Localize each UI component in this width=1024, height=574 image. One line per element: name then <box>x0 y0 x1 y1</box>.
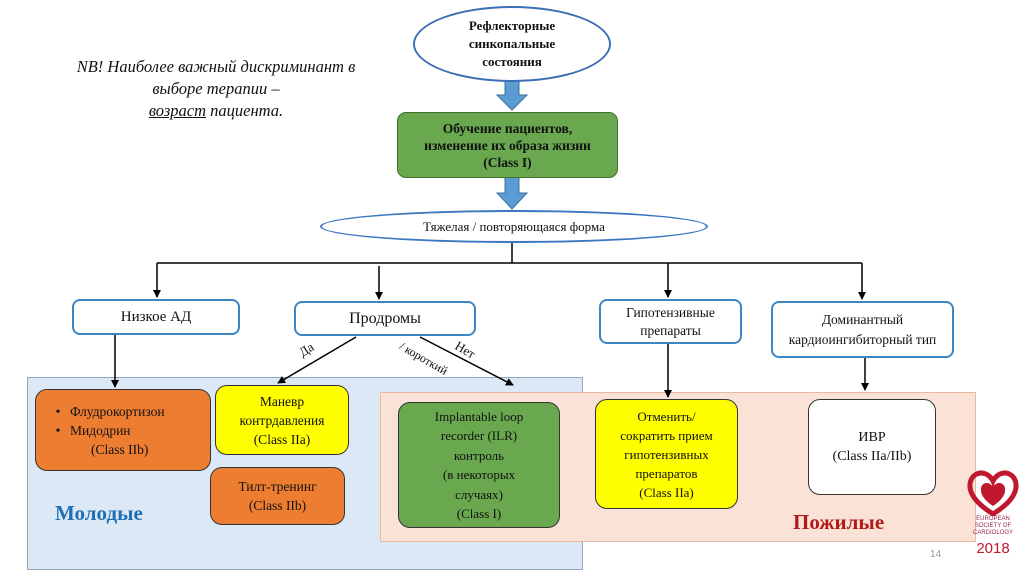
category-prodromes-label: Продромы <box>349 309 421 327</box>
esc-logo-year: 2018 <box>976 540 1010 557</box>
therapy-drugs-list: •Флудрокортизон •Мидодрин (Class IIb) <box>46 402 165 459</box>
esc-logo-line: EUROPEAN <box>976 516 1010 522</box>
therapy-class: (Class IIa) <box>253 431 311 447</box>
root-node-label: Рефлекторные синкопальные состояния <box>468 18 556 69</box>
esc-logo-line: SOCIETY OF <box>974 523 1012 529</box>
therapy-line: Тилт-тренинг <box>238 479 317 494</box>
therapy-line: сократить прием <box>620 427 713 443</box>
nb-note-suffix: пациента. <box>210 101 284 120</box>
therapy-line: Отменить/ <box>637 408 696 424</box>
category-prodromes: Продромы <box>294 301 476 336</box>
heart-logo-icon <box>967 470 1019 516</box>
elderly-region-label: Пожилые <box>793 510 885 534</box>
education-node: Обучение пациентов, изменение их образа … <box>397 112 618 178</box>
block-arrow-education-to-severe <box>495 176 529 210</box>
therapy-line: recorder (ILR) <box>440 428 518 443</box>
therapy-line: контрдавления <box>239 412 325 428</box>
category-cardioinhibitory-label: Доминантный кардиоингибиторный тип <box>788 311 937 347</box>
esc-logo-text: EUROPEAN SOCIETY OF CARDIOLOGY <box>963 516 1023 537</box>
therapy-line: Implantable loop <box>434 408 524 424</box>
therapy-line: гипотензивных <box>624 446 709 462</box>
branch-label-short: / короткий <box>397 339 451 378</box>
therapy-class: (Class IIa/IIb) <box>832 449 912 464</box>
block-arrow-root-to-education <box>495 79 529 111</box>
therapy-tilt-training: Тилт-тренинг (Class IIb) <box>210 467 345 525</box>
therapy-withdraw-hypotensives: Отменить/ сократить прием гипотензивных … <box>595 399 738 509</box>
therapy-line: случаях) <box>455 486 503 502</box>
therapy-drug-item: •Мидодрин <box>46 421 165 440</box>
branch-label-no: Нет <box>452 338 479 362</box>
therapy-pacing: ИВР (Class IIa/IIb) <box>808 399 936 495</box>
therapy-line: ИВР <box>858 430 886 445</box>
category-cardioinhibitory: Доминантный кардиоингибиторный тип <box>771 301 954 358</box>
therapy-class: (Class IIb) <box>248 498 307 513</box>
therapy-line: контроль <box>453 447 505 463</box>
severe-form-label: Тяжелая / повторяющаяся форма <box>423 218 605 234</box>
category-low-bp: Низкое АД <box>72 299 240 335</box>
esc-logo: EUROPEAN SOCIETY OF CARDIOLOGY 2018 <box>963 470 1023 570</box>
bullet-icon: • <box>55 403 61 419</box>
therapy-class: (Class IIa) <box>639 484 694 500</box>
therapy-ilr: Implantable loop recorder (ILR) контроль… <box>398 402 560 528</box>
page-number: 14 <box>930 549 942 560</box>
category-hypotensive-drugs: Гипотензивные препараты <box>599 299 742 344</box>
therapy-line: препаратов <box>635 465 698 481</box>
therapy-class: (Class I) <box>456 506 502 521</box>
nb-note-underlined: возраст <box>148 101 206 120</box>
root-node-reflex-syncope: Рефлекторные синкопальные состояния <box>413 6 611 82</box>
nb-note-prefix: NB! Наиболее важный дискриминант в выбор… <box>76 57 356 98</box>
branch-label-yes: Да <box>296 339 317 360</box>
esc-logo-line: CARDIOLOGY <box>972 530 1013 536</box>
therapy-drugs: •Флудрокортизон •Мидодрин (Class IIb) <box>35 389 211 471</box>
category-hypotensive-label: Гипотензивные препараты <box>626 304 715 338</box>
bullet-icon: • <box>55 422 61 438</box>
therapy-counterpressure: Маневр контрдавления (Class IIa) <box>215 385 349 455</box>
therapy-line: Маневр <box>259 393 305 409</box>
category-low-bp-label: Низкое АД <box>120 309 192 325</box>
therapy-drugs-class: (Class IIb) <box>91 441 149 457</box>
education-label: Обучение пациентов, изменение их образа … <box>424 120 591 170</box>
young-region-label: Молодые <box>55 501 143 525</box>
therapy-drug-item: •Флудрокортизон <box>46 402 165 421</box>
nb-note: NB! Наиболее важный дискриминант в выбор… <box>60 56 372 122</box>
therapy-line: (в некоторых <box>442 467 516 482</box>
severe-form-node: Тяжелая / повторяющаяся форма <box>320 210 708 243</box>
